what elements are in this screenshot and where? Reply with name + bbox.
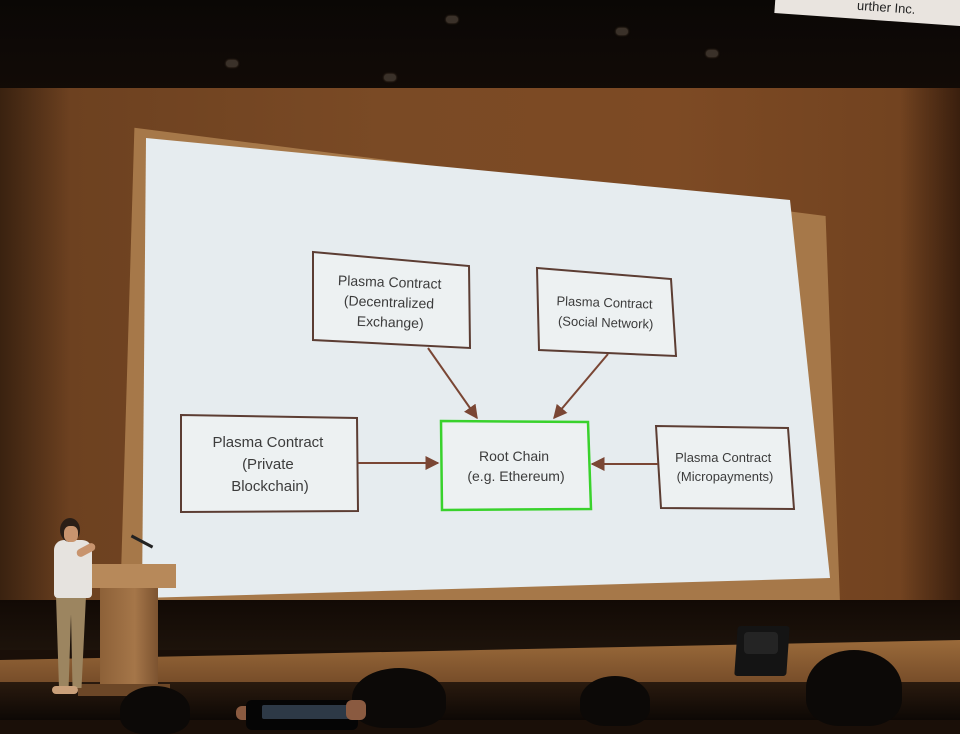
ceiling-light [706, 50, 718, 57]
node-label-micro: Plasma Contract (Micropayments) [675, 450, 775, 484]
node-label-line: Plasma Contract [675, 450, 771, 465]
podium-top [88, 564, 176, 588]
node-label-line: Root Chain [479, 448, 549, 464]
ceiling-light [226, 60, 238, 67]
stage-monitor-cone [744, 632, 778, 654]
ceiling-light [384, 74, 396, 81]
podium-body [100, 586, 158, 690]
slide-background [142, 138, 830, 598]
arrow-social-to-root [553, 353, 609, 420]
node-box-micro [654, 424, 796, 511]
audience-hand [346, 700, 366, 720]
node-label-line: (Decentralized [344, 292, 435, 311]
audience-head [352, 668, 446, 728]
node-box-social [535, 266, 678, 358]
stage-front [0, 600, 960, 650]
node-label-line: Plasma Contract [212, 434, 324, 451]
audience-head [120, 686, 190, 734]
node-label-line: (e.g. Ethereum) [467, 468, 564, 484]
audience-head [580, 676, 650, 726]
node-label-social: Plasma Contract (Social Network) [556, 293, 657, 331]
node-box-dex [312, 250, 472, 350]
speaker-face [64, 526, 78, 542]
node-label-line: (Social Network) [558, 313, 654, 331]
node-label-root: Root Chain (e.g. Ethereum) [467, 448, 564, 484]
node-label-line: Exchange) [357, 313, 424, 331]
node-label-line: (Micropayments) [677, 469, 774, 484]
node-label-line: Blockchain) [231, 478, 309, 495]
node-label-dex: Plasma Contract (Decentralized Exchange) [336, 272, 445, 332]
wall-shadow-right [900, 88, 960, 648]
node-label-line: (Private [242, 456, 294, 473]
audience-head [806, 650, 902, 726]
speaker-shoes [52, 686, 78, 694]
ceiling-light [616, 28, 628, 35]
node-label-private: Plasma Contract (Private Blockchain) [212, 434, 327, 495]
node-label-line: Plasma Contract [338, 272, 442, 292]
audience-phone-screen [262, 705, 350, 719]
arrow-dex-to-root [427, 347, 478, 420]
node-box-root [439, 419, 593, 512]
node-label-line: Plasma Contract [556, 293, 653, 311]
node-box-private [180, 413, 360, 514]
ceiling-light [446, 16, 458, 23]
